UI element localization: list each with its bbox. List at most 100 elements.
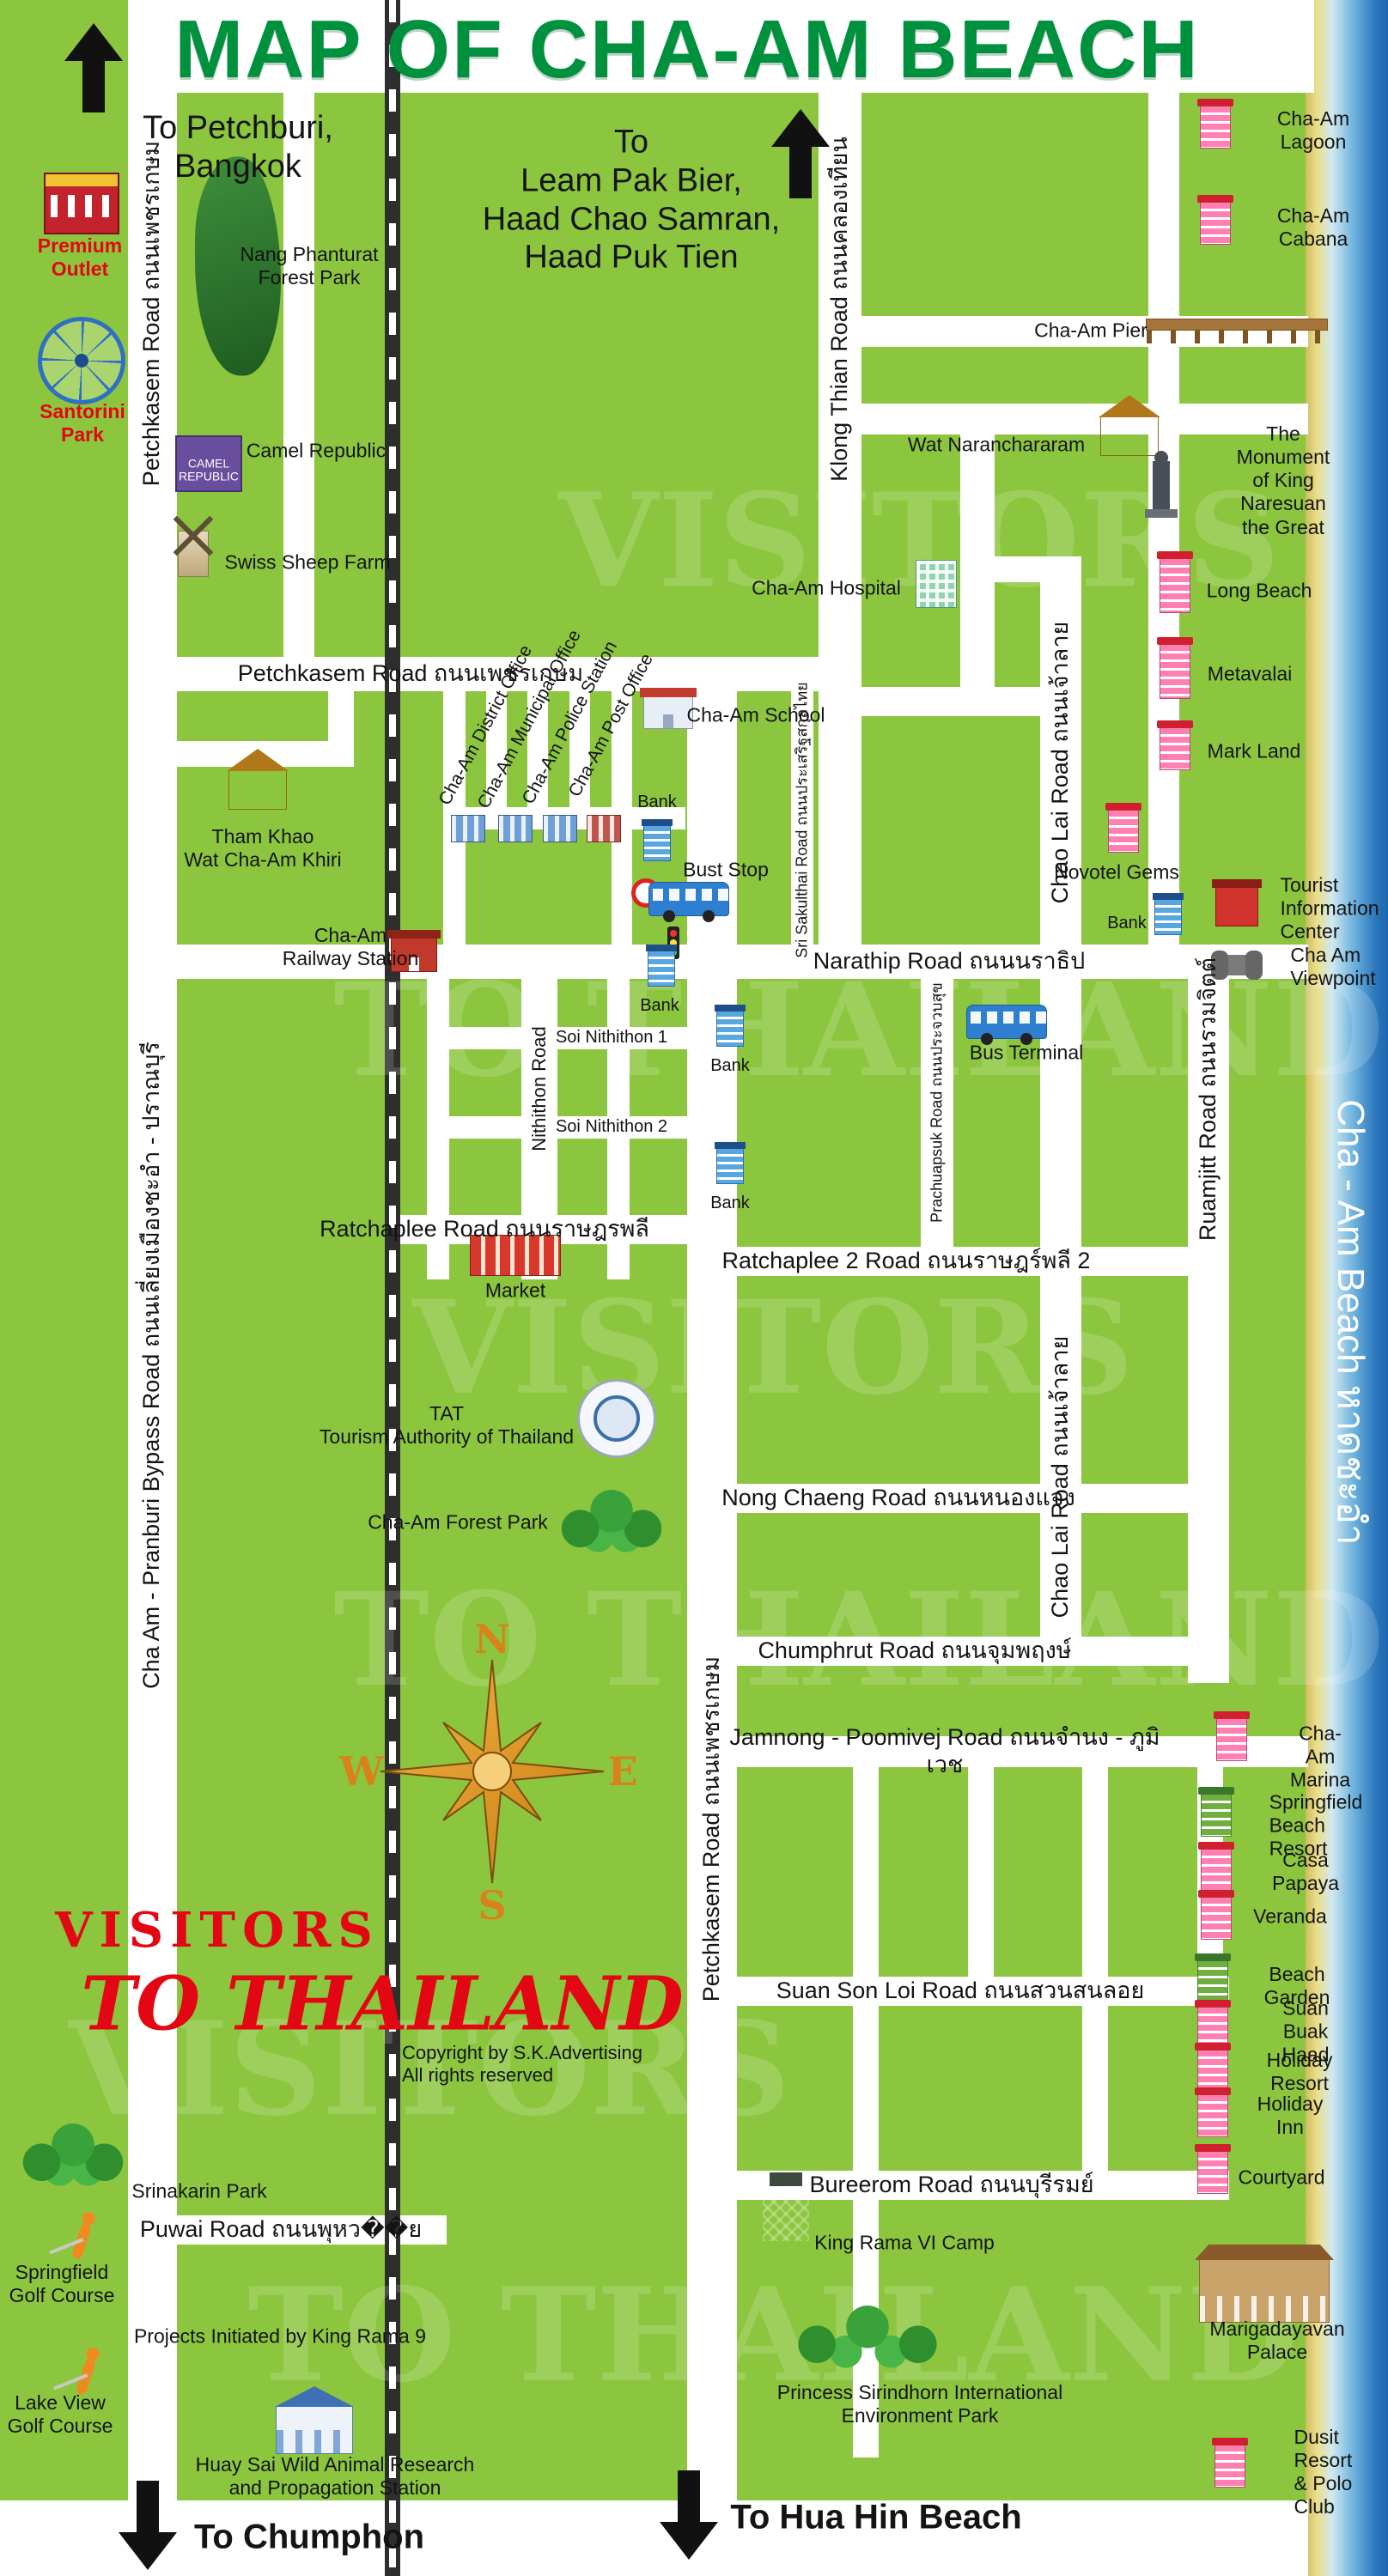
bank-novotel-icon	[1153, 893, 1184, 935]
novotel-icon	[1105, 803, 1141, 853]
compass-n: N	[474, 1617, 510, 1662]
chao-lai-road-upper	[1040, 556, 1081, 1278]
viewpoint-label: Cha Am Viewpoint	[1290, 943, 1376, 989]
nang-phanturat-label: Nang Phanturat Forest Park	[240, 242, 379, 289]
ratchaplee-road	[389, 1215, 737, 1244]
bank-soi1-icon	[715, 1005, 746, 1047]
watermark-5: TO THAILAND	[247, 2260, 1299, 2411]
marigadayavan-label: Marigadayavan Palace	[1209, 2317, 1345, 2363]
cabana-resort-icon	[1197, 195, 1233, 245]
golfer-springfield-icon	[70, 2222, 93, 2260]
golfer-lakeview-icon	[75, 2358, 97, 2396]
beachfront-road	[1148, 93, 1179, 960]
tourist-info-icon	[1212, 879, 1262, 927]
petchkasem-center-label: Petchkasem Road ถนนเพชรเกษม	[698, 1656, 725, 2002]
grid-street-2	[968, 1767, 994, 2006]
chao-lai-lower-label: Chao Lai Road ถนนเจ้าลาย	[1047, 1335, 1074, 1619]
forest-mountain-icon	[195, 156, 281, 376]
chumphrut-label: Chumphrut Road ถนนจุมพฤงษ์	[758, 1637, 1072, 1664]
hospital-icon	[916, 560, 957, 608]
railway-line	[385, 0, 400, 2576]
metavalai-icon	[1157, 637, 1193, 699]
post-office-icon	[587, 815, 621, 842]
springfield-golf-label: Springfield Golf Course	[9, 2260, 115, 2306]
soi-nithithon-2-label: Soi Nithithon 2	[555, 1117, 668, 1137]
courtyard-label: Courtyard	[1238, 2166, 1325, 2189]
soi-nithithon-2-road	[427, 1116, 709, 1139]
chao-lai-connector	[960, 556, 1081, 582]
suan-son-loi-label: Suan Son Loi Road ถนนสวนสนลอย	[776, 1978, 1145, 2004]
petchkasem-h-label: Petchkasem Road ถนนเพชรเกษม	[237, 660, 584, 687]
copyright-text: Copyright by S.K.Advertising All rights …	[401, 2042, 643, 2086]
prachuapsuk-road	[921, 970, 953, 1254]
casa-papaya-label: Casa Papaya	[1271, 1848, 1339, 1894]
office-street-3	[527, 678, 548, 829]
puwai-road	[177, 2215, 447, 2245]
ratchaplee-label: Ratchaplee Road ถนนราษฎรพลี	[320, 1216, 649, 1242]
top-road-band	[144, 0, 1314, 93]
bank-narathip-icon	[646, 945, 677, 987]
bus-terminal-icon	[966, 1005, 1047, 1045]
monument-statue-icon	[1145, 451, 1178, 518]
narathip-road	[177, 945, 1308, 979]
cha-am-cabana-label: Cha-Am Cabana	[1276, 204, 1350, 250]
metavalai-label: Metavalai	[1207, 662, 1293, 685]
klong-thian-label: Klong Thian Road ถนนคลองเทียน	[826, 137, 853, 482]
bank-soi1-label: Bank	[710, 1056, 750, 1076]
beach-garden-label: Beach Garden	[1263, 1962, 1330, 2008]
grid-street-1	[853, 1767, 879, 2006]
petchkasem-center-road	[687, 659, 737, 2576]
petchkasem-left-label: Petchkasem Road ถนนเพชรเกษม	[138, 140, 165, 487]
tham-khao-icon	[228, 770, 287, 810]
nang-phanturat-road	[283, 93, 314, 659]
srinakarin-park-label: Srinakarin Park	[131, 2179, 267, 2202]
holiday-resort-icon	[1195, 2043, 1231, 2093]
princess-park-label: Princess Sirindhorn International Enviro…	[776, 2380, 1063, 2427]
bank-novotel-label: Bank	[1107, 914, 1147, 933]
ruamjitt-label: Ruamjitt Road ถนนรวมจิตต์	[1195, 957, 1221, 1242]
petchkasem-east-spur	[861, 687, 1081, 716]
king-rama-camp-label: King Rama VI Camp	[814, 2231, 995, 2254]
tat-logo-icon	[577, 1379, 656, 1458]
dest-petchburi: To Petchburi, Bangkok	[143, 110, 333, 185]
long-beach-label: Long Beach	[1206, 579, 1312, 602]
petchkasem-left-road	[128, 0, 177, 2576]
veranda-label: Veranda	[1253, 1905, 1327, 1928]
bank-school-label: Bank	[637, 793, 677, 812]
nong-chaeng-label: Nong Chaeng Road ถนนหนองแจง	[721, 1485, 1075, 1511]
forest-trees-icon	[556, 1483, 667, 1557]
mark-land-icon	[1157, 720, 1193, 770]
soi-nithithon-1-label: Soi Nithithon 1	[555, 1028, 668, 1048]
sri-sakulthai-road	[791, 687, 813, 960]
marina-icon	[1214, 1711, 1250, 1761]
nithithon-label: Nithithon Road	[528, 1026, 551, 1151]
sea-name-label: Cha - Am Beach หาดชะอำ	[1329, 1099, 1372, 1546]
compass-rose-icon: N E S W	[338, 1617, 637, 1926]
market-icon	[470, 1235, 561, 1276]
prachuapsuk-label: Prachuapsuk Road ถนนประจวบสุข	[928, 982, 946, 1223]
holiday-resort-label: Holiday Resort	[1266, 2048, 1333, 2094]
princess-trees-icon	[777, 2299, 958, 2372]
monument-label: The Monument of King Naresuan the Great	[1236, 422, 1330, 538]
premium-outlet-icon	[44, 173, 119, 234]
tat-label: TAT Tourism Authority of Thailand	[319, 1401, 575, 1448]
watermark-4: VISITORS	[68, 1994, 791, 2145]
ratchaplee-2-road	[737, 1247, 1229, 1276]
jamnong-road	[737, 1736, 1308, 1767]
watermark-1: TO THAILAND	[333, 955, 1385, 1106]
brand-to-thailand: TO THAILAND	[81, 1960, 684, 2048]
courtyard-icon	[1195, 2144, 1231, 2194]
bank-soi2-label: Bank	[710, 1194, 750, 1213]
petchkasem-horizontal	[177, 657, 861, 691]
mark-land-label: Mark Land	[1207, 739, 1301, 762]
watermark-2: VISITORS	[411, 1273, 1135, 1424]
suan-buak-icon	[1195, 2000, 1231, 2050]
map-title: MAP OF CHA-AM BEACH	[174, 3, 1200, 95]
compass-s: S	[478, 1882, 506, 1926]
camel-republic-label: Camel Republic	[246, 439, 387, 462]
railway-station-label: Cha-Am Railway Station	[282, 923, 419, 969]
grid-street-3	[1082, 1767, 1108, 2006]
jamnong-label: Jamnong - Poomivej Road ถนนจำนง - ภูมิเว…	[729, 1724, 1160, 1777]
chumphrut-road	[737, 1637, 1229, 1666]
